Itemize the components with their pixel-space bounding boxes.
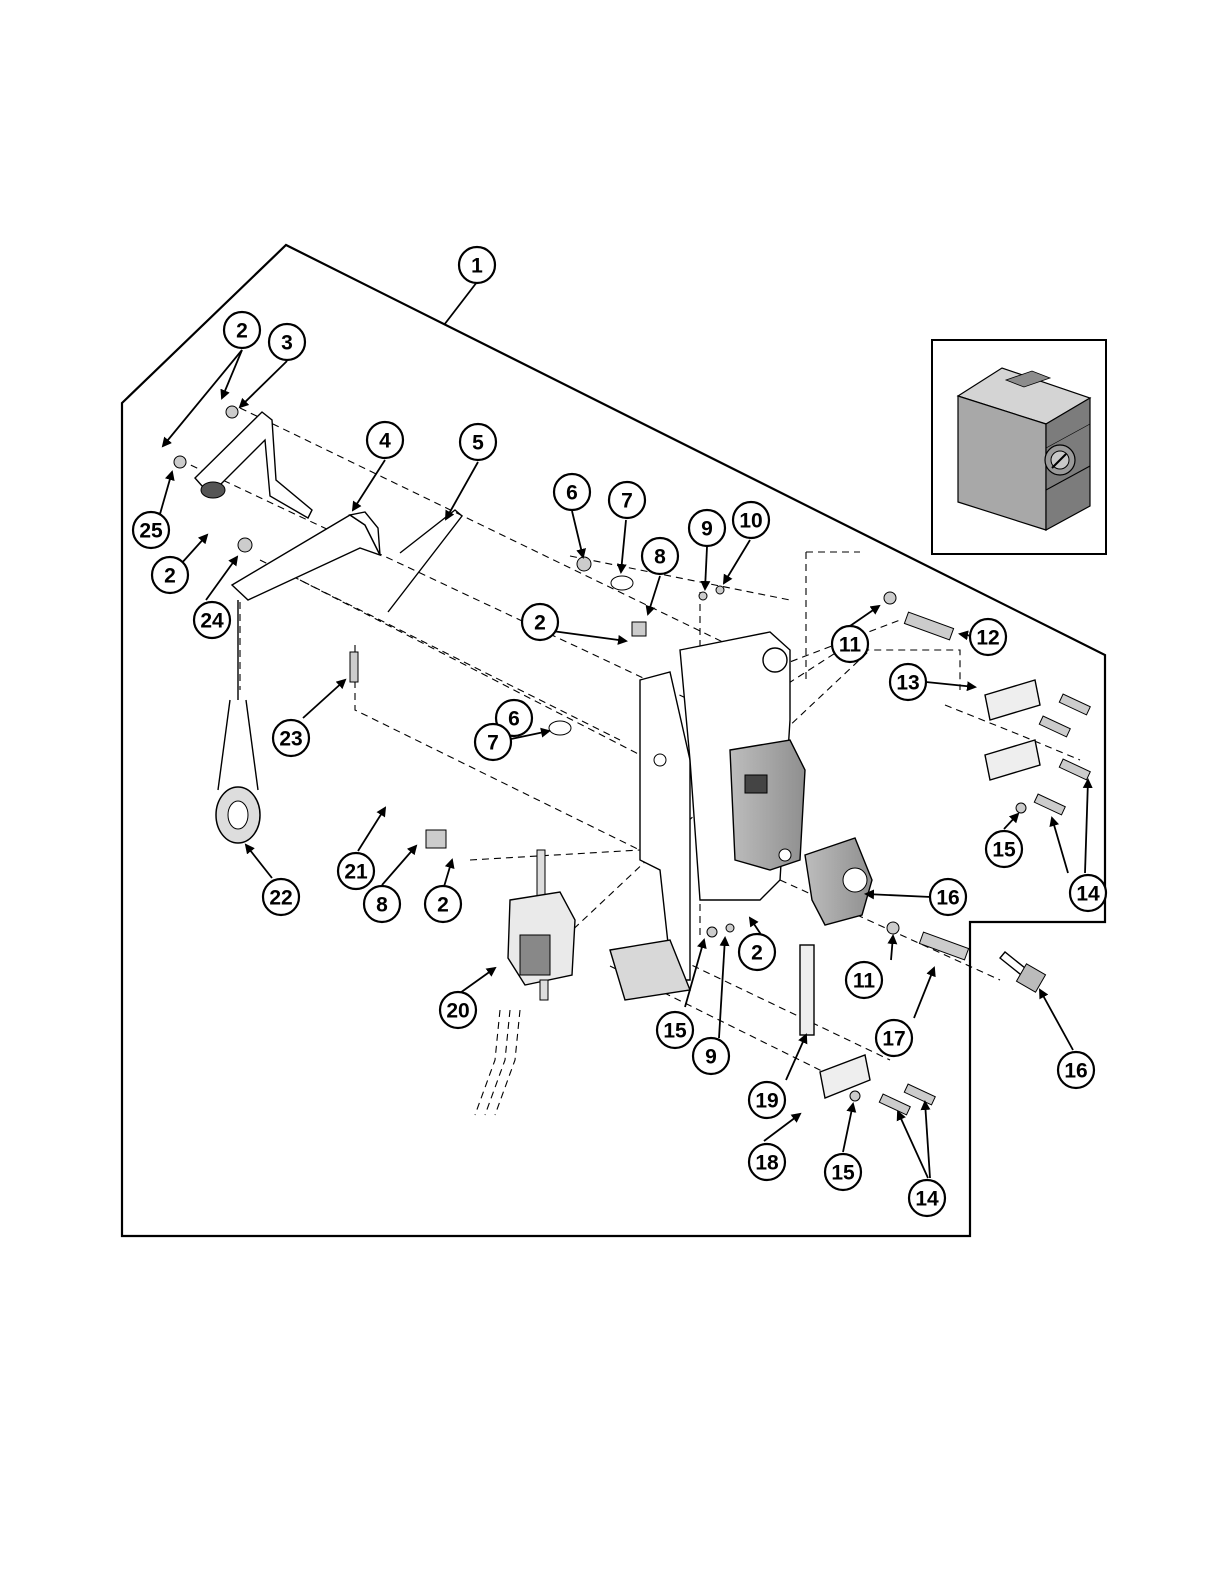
callout-label: 14 <box>1076 883 1100 906</box>
callout-2: 2 <box>224 312 260 348</box>
main-bracket <box>610 632 805 1000</box>
callout-11: 11 <box>832 626 868 662</box>
micro-switch-middle <box>985 740 1040 780</box>
callout-23: 23 <box>273 720 309 756</box>
callout-label: 2 <box>534 612 546 635</box>
callout-label: 20 <box>446 1000 469 1023</box>
callout-label: 16 <box>1064 1060 1087 1083</box>
callout-label: 22 <box>269 887 292 910</box>
callout-label: 8 <box>376 894 388 917</box>
callout-8: 8 <box>642 538 678 574</box>
callout-label: 23 <box>279 728 302 751</box>
callout-label: 24 <box>200 610 224 633</box>
callout-label: 16 <box>936 887 959 910</box>
callout-1: 1 <box>459 247 495 283</box>
callout-19: 19 <box>749 1082 785 1118</box>
callout-label: 2 <box>437 894 449 917</box>
callout-22: 22 <box>263 879 299 915</box>
callout-16: 16 <box>1058 1052 1094 1088</box>
callout-21: 21 <box>338 853 374 889</box>
callout-2: 2 <box>152 557 188 593</box>
callout-label: 5 <box>472 432 484 455</box>
callout-label: 2 <box>751 942 763 965</box>
sensor-coil <box>216 600 260 843</box>
callout-11: 11 <box>846 962 882 998</box>
callout-2: 2 <box>739 934 775 970</box>
callout-label: 14 <box>915 1188 939 1211</box>
callout-7: 7 <box>609 482 645 518</box>
callout-17: 17 <box>876 1020 912 1056</box>
callout-label: 7 <box>621 490 633 513</box>
callout-label: 13 <box>896 672 919 695</box>
micro-switch-lower <box>820 1055 870 1098</box>
machine-inset <box>932 340 1106 554</box>
callout-15: 15 <box>657 1012 693 1048</box>
callout-label: 21 <box>344 861 368 884</box>
callout-2: 2 <box>425 886 461 922</box>
callout-label: 1 <box>471 255 483 278</box>
callout-label: 15 <box>831 1162 855 1185</box>
callout-label: 8 <box>654 546 666 569</box>
callout-label: 2 <box>164 565 176 588</box>
knob-housing <box>805 838 872 925</box>
callout-label: 15 <box>992 839 1016 862</box>
callout-label: 11 <box>839 634 862 657</box>
callout-label: 19 <box>755 1090 778 1113</box>
callout-9: 9 <box>689 510 725 546</box>
callout-13: 13 <box>890 664 926 700</box>
solenoid-wires <box>475 1010 520 1115</box>
small-spring <box>350 652 358 682</box>
callout-15: 15 <box>825 1154 861 1190</box>
callout-3: 3 <box>269 324 305 360</box>
callout-label: 10 <box>739 510 762 533</box>
callout-9: 9 <box>693 1038 729 1074</box>
callout-label: 17 <box>882 1028 905 1051</box>
callout-label: 4 <box>379 430 391 453</box>
callout-16: 16 <box>930 879 966 915</box>
callout-label: 9 <box>705 1046 717 1069</box>
callout-18: 18 <box>749 1144 785 1180</box>
rod <box>800 945 814 1035</box>
knob-shaft <box>1000 952 1046 992</box>
callout-label: 15 <box>663 1020 687 1043</box>
callout-label: 25 <box>139 520 163 543</box>
callout-label: 12 <box>976 627 999 650</box>
micro-switch-upper <box>985 680 1040 720</box>
callout-24: 24 <box>194 602 230 638</box>
callout-20: 20 <box>440 992 476 1028</box>
callout-5: 5 <box>460 424 496 460</box>
callout-4: 4 <box>367 422 403 458</box>
spring-wire <box>388 510 462 612</box>
callout-label: 9 <box>701 518 713 541</box>
callout-14: 14 <box>909 1180 945 1216</box>
callout-14: 14 <box>1070 875 1106 911</box>
callout-10: 10 <box>733 502 769 538</box>
lever-part <box>232 512 380 600</box>
arm-bracket <box>195 412 312 518</box>
callout-label: 6 <box>508 708 520 731</box>
callout-7: 7 <box>475 724 511 760</box>
callout-15: 15 <box>986 831 1022 867</box>
solenoid <box>508 850 575 1000</box>
callout-2: 2 <box>522 604 558 640</box>
callout-25: 25 <box>133 512 169 548</box>
callout-label: 2 <box>236 320 248 343</box>
callout-6: 6 <box>554 474 590 510</box>
callout-label: 7 <box>487 732 499 755</box>
callout-label: 18 <box>755 1152 779 1175</box>
callout-12: 12 <box>970 619 1006 655</box>
callout-label: 6 <box>566 482 578 505</box>
callout-label: 3 <box>281 332 293 355</box>
callout-8: 8 <box>364 886 400 922</box>
callout-label: 11 <box>853 970 876 993</box>
